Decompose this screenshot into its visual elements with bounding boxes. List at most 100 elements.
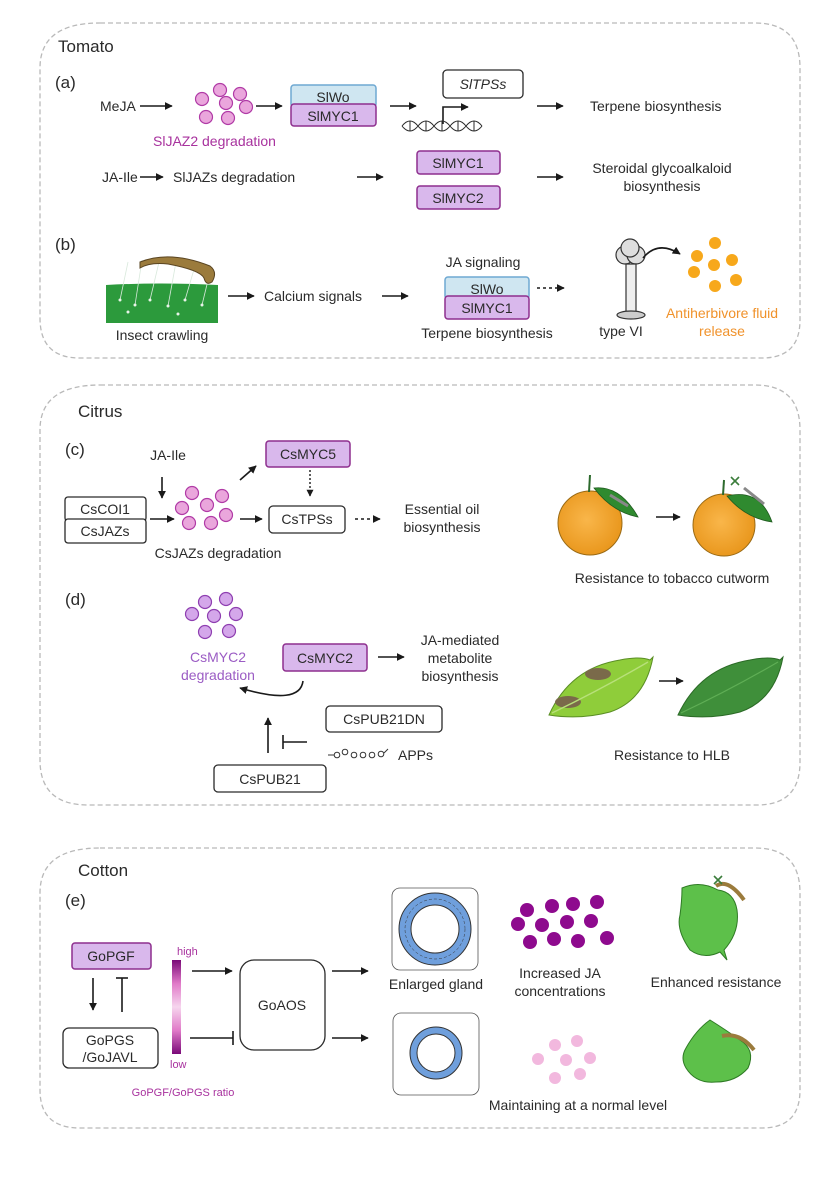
enlarged-gland-label: Enlarged gland	[389, 976, 483, 992]
apps-peptide-icon	[328, 748, 389, 759]
damaged-cotton-leaf-icon	[682, 1019, 756, 1083]
csjazs-box	[64, 518, 147, 544]
slmyc2-box	[416, 185, 501, 210]
enlarged-gland-icon	[391, 887, 479, 971]
type-vi-trichome-icon	[615, 238, 646, 320]
release-arrow	[642, 246, 681, 259]
insect-on-leaf-icon	[106, 256, 218, 323]
slmyc1-box	[290, 103, 377, 127]
csjazs-label: CsJAZs	[81, 523, 130, 539]
cotton-panel-border	[39, 847, 801, 1129]
ja-mediated-label-3: biosynthesis	[421, 668, 498, 684]
cspub21-box	[213, 764, 327, 793]
protected-orange-icon	[692, 476, 773, 557]
ja-ile-label-c: JA-Ile	[150, 447, 186, 463]
csmyc2-label: CsMYC2	[297, 650, 353, 666]
gopgs-label-1: GoPGS	[86, 1032, 134, 1048]
essential-oil-label-1: Essential oil	[405, 501, 480, 517]
damaged-orange-icon	[557, 474, 639, 556]
inhibition-bar	[282, 735, 307, 749]
sltpss-label: SlTPSs	[460, 76, 507, 92]
panel-e-label: (e)	[65, 891, 86, 910]
ja-signaling-label: JA signaling	[446, 254, 521, 270]
slmyc1-box-2	[416, 150, 501, 175]
csjaz-dots	[174, 485, 234, 531]
antiherbivore-fluid-label-1: Antiherbivore fluid	[666, 305, 778, 321]
csmyc2-box	[282, 643, 368, 672]
ratio-low-label: low	[170, 1059, 187, 1071]
ja-mediated-label-2: metabolite	[428, 650, 493, 666]
csmyc2-dots	[184, 591, 244, 640]
hlb-resistance-label: Resistance to HLB	[614, 747, 730, 763]
terpene-biosynthesis-label: Terpene biosynthesis	[590, 98, 722, 114]
panel-a-label: (a)	[55, 73, 76, 92]
csmyc5-label: CsMYC5	[280, 446, 336, 462]
degradation-arrow	[239, 680, 304, 697]
tobacco-cutworm-resistance-label: Resistance to tobacco cutworm	[575, 570, 770, 586]
cspub21dn-label: CsPUB21DN	[343, 711, 425, 727]
hlb-infected-leaf-icon	[548, 655, 654, 718]
slwo-label-b: SlWo	[470, 281, 503, 297]
enhanced-resistance-label: Enhanced resistance	[651, 974, 782, 990]
csjazs-degradation-label: CsJAZs degradation	[155, 545, 282, 561]
calcium-signals-label: Calcium signals	[264, 288, 362, 304]
arrow	[239, 465, 257, 481]
tomato-title: Tomato	[58, 37, 114, 56]
meja-label: MeJA	[100, 98, 136, 114]
type-vi-label: type VI	[599, 323, 643, 339]
ratio-caption: GoPGF/GoPGS ratio	[132, 1087, 235, 1099]
cstpss-label: CsTPSs	[281, 511, 332, 527]
dna-icon	[401, 120, 483, 132]
ja-high-dots	[511, 895, 614, 949]
ja-normal-dots	[532, 1035, 596, 1084]
inhibition-bar	[116, 977, 128, 1012]
slwo-label: SlWo	[316, 89, 349, 105]
sltpss-box	[442, 69, 524, 99]
tomato-panel-border	[39, 22, 801, 359]
steroidal-label-1: Steroidal glycoalkaloid	[592, 160, 731, 176]
sljaz2-degradation-label: SlJAZ2 degradation	[153, 133, 276, 149]
protected-cotton-leaf-icon	[678, 875, 746, 961]
antiherbivore-fluid-label-2: release	[699, 323, 745, 339]
slmyc2-label: SlMYC2	[432, 190, 484, 206]
terpene-biosynthesis-label-b: Terpene biosynthesis	[421, 325, 553, 341]
citrus-title: Citrus	[78, 402, 122, 421]
slmyc1-label-2: SlMYC1	[432, 155, 484, 171]
essential-oil-label-2: biosynthesis	[403, 519, 480, 535]
gopgf-box	[71, 942, 152, 970]
ja-ile-label: JA-Ile	[102, 169, 138, 185]
increased-ja-label-2: concentrations	[514, 983, 605, 999]
apps-label: APPs	[398, 747, 433, 763]
steroidal-label-2: biosynthesis	[623, 178, 700, 194]
promoter-arrow	[442, 103, 469, 124]
cstpss-box	[268, 505, 346, 534]
cspub21-label: CsPUB21	[239, 771, 301, 787]
slmyc1-label-b: SlMYC1	[461, 300, 513, 316]
sljaz2-dots	[194, 82, 254, 126]
ratio-gradient-bar	[172, 960, 181, 1054]
normal-gland-icon	[392, 1012, 480, 1096]
cotton-title: Cotton	[78, 861, 128, 880]
fluid-dots	[688, 237, 742, 292]
panel-c-label: (c)	[65, 440, 85, 459]
panel-d-label: (d)	[65, 590, 86, 609]
gopgs-box	[62, 1027, 159, 1069]
citrus-panel-border	[39, 384, 801, 806]
slmyc1-label: SlMYC1	[307, 108, 359, 124]
cscoi1-label: CsCOI1	[80, 501, 130, 517]
normal-level-label: Maintaining at a normal level	[489, 1097, 667, 1113]
goaos-box	[239, 959, 326, 1051]
increased-ja-label-1: Increased JA	[519, 965, 601, 981]
panel-b-label: (b)	[55, 235, 76, 254]
csmyc5-box	[265, 440, 351, 468]
healthy-leaf-icon	[677, 655, 784, 718]
csmyc2-degradation-label-1: CsMYC2	[190, 649, 246, 665]
goaos-label: GoAOS	[258, 997, 306, 1013]
gopgf-label: GoPGF	[87, 948, 134, 964]
cspub21dn-box	[325, 705, 443, 733]
ja-mediated-label-1: JA-mediated	[421, 632, 500, 648]
csmyc2-degradation-label-2: degradation	[181, 667, 255, 683]
inhibition-bar	[190, 1031, 234, 1045]
sljazs-degradation-label: SlJAZs degradation	[173, 169, 295, 185]
